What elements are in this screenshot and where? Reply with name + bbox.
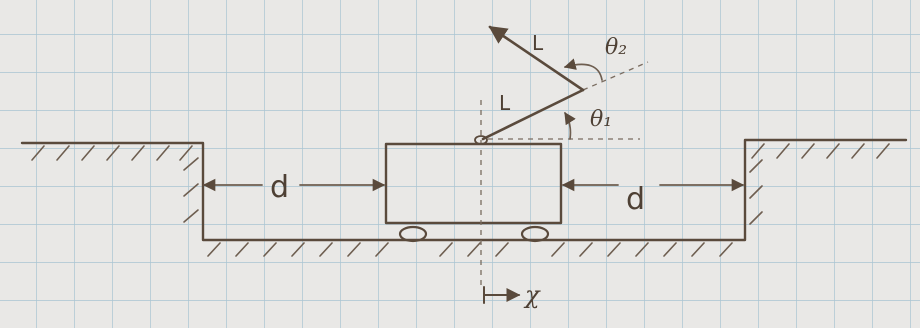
pivot-joint — [474, 135, 488, 145]
trench-outline — [20, 138, 908, 242]
theta-2-arc — [563, 58, 603, 81]
label-axis-x: χ — [523, 281, 541, 309]
label-link-lower: L — [499, 91, 511, 115]
cart-wheel-left — [398, 225, 428, 243]
cart-body — [384, 142, 563, 225]
label-theta-1: θ₁ — [590, 107, 612, 132]
cart-wheel-right — [520, 225, 550, 243]
ground-hatching-right — [749, 143, 890, 225]
ground-hatching-left — [31, 145, 199, 223]
label-theta-2: θ₂ — [605, 35, 627, 60]
theta-1-arc — [564, 111, 576, 140]
label-gap-left: d — [270, 170, 289, 205]
link-lower — [481, 88, 585, 141]
ground-hatching-floor — [207, 242, 733, 257]
label-gap-right: d — [626, 182, 645, 217]
label-link-upper: L — [532, 31, 544, 55]
link-extension-line — [582, 61, 649, 91]
link-upper — [488, 25, 585, 92]
